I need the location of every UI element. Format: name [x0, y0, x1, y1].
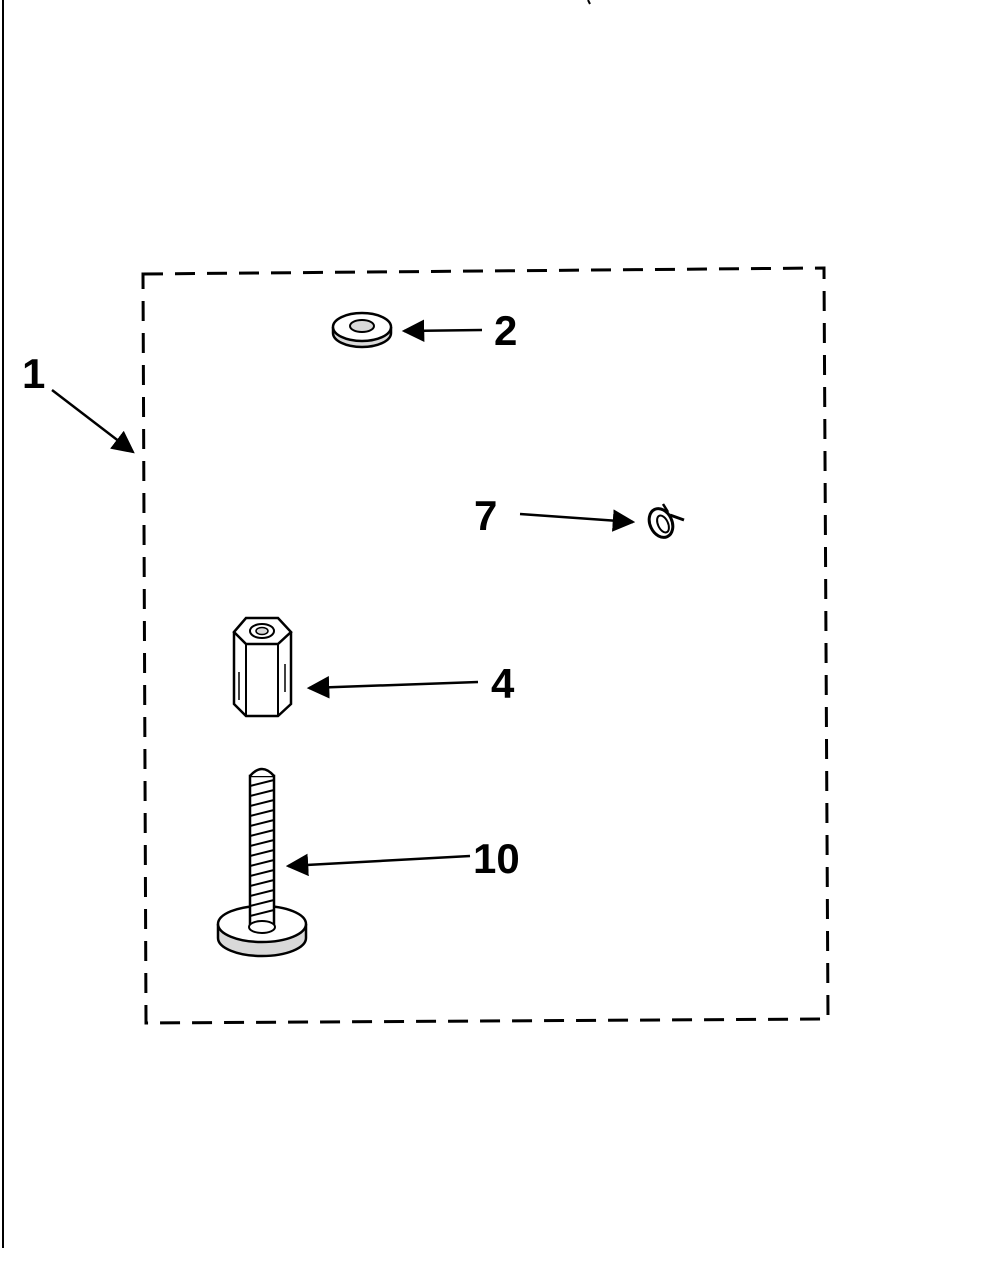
callout-label-1: 1 [22, 350, 45, 397]
callout-label-4: 4 [491, 660, 515, 707]
leader-arrow-1 [51, 389, 135, 454]
leader-arrow-7 [519, 509, 636, 532]
top-tick-mark [587, 0, 591, 5]
clip-part [647, 503, 685, 539]
callout-label-2: 2 [494, 307, 517, 354]
callout-label-7: 7 [474, 492, 497, 539]
leader-arrow-10 [285, 853, 471, 877]
kit-boundary [141, 266, 830, 1025]
screw-part [216, 767, 308, 958]
leader-arrow-4 [306, 676, 479, 699]
leader-arrow-2 [401, 319, 483, 342]
callout-label-10: 10 [473, 835, 520, 882]
washer-part [331, 311, 393, 349]
hex-spacer-part [232, 616, 293, 718]
